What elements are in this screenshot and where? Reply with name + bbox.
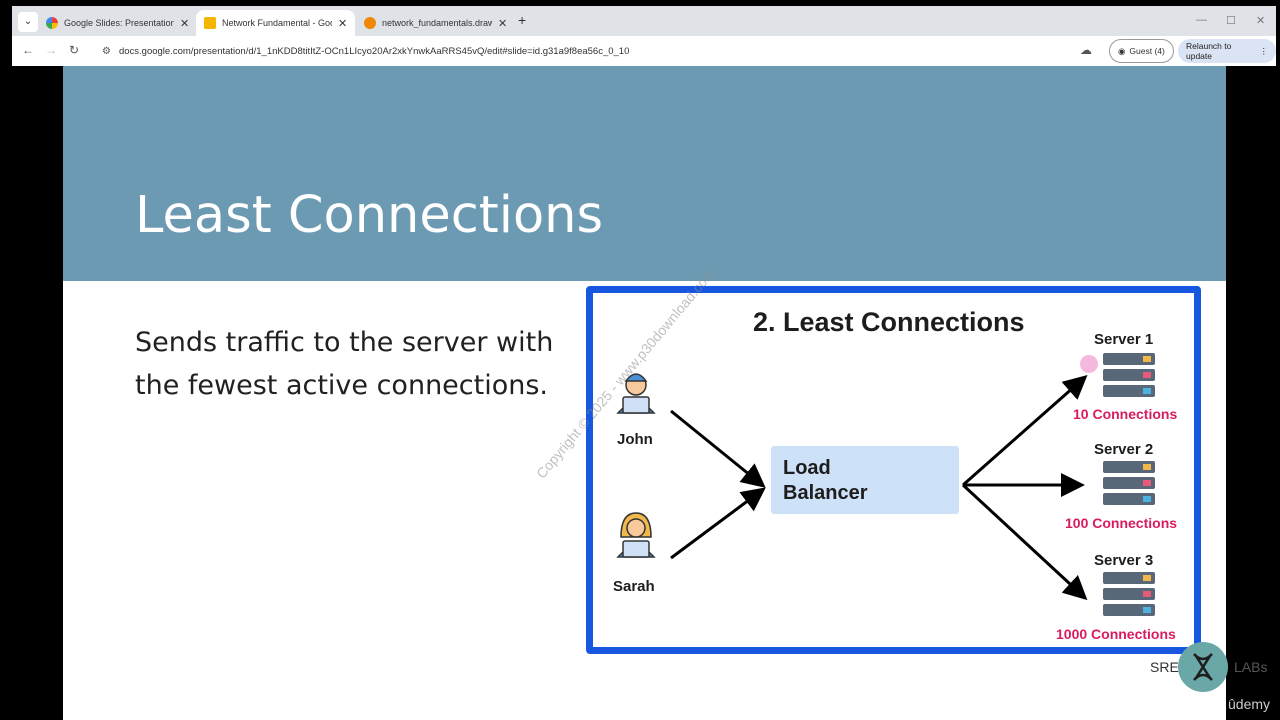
maximize-icon[interactable]: ☐ <box>1226 15 1236 27</box>
server2-icon <box>1103 461 1155 505</box>
close-icon[interactable]: ✕ <box>180 17 190 30</box>
browser-window: ⌄ Google Slides: Presentation Slid ✕ Net… <box>12 6 1276 66</box>
tab-network-fundamental[interactable]: Network Fundamental - Google ✕ <box>196 10 356 36</box>
cursor-highlight <box>1080 355 1098 373</box>
google-icon <box>46 17 58 29</box>
arrow-lb-to-server1 <box>962 375 1088 487</box>
tab-title: network_fundamentals.drawio <box>382 18 492 28</box>
cloud-sync-icon[interactable]: ☁ <box>1080 43 1092 57</box>
tab-title: Network Fundamental - Google <box>222 18 332 28</box>
john-user-icon <box>616 373 656 414</box>
slides-icon <box>204 17 216 29</box>
sre-label: SRE <box>1150 659 1179 675</box>
server3-connections: 1000 Connections <box>1056 626 1176 642</box>
profile-icon: ◉ <box>1118 45 1126 56</box>
load-balancer-box: Load Balancer <box>771 446 959 514</box>
slide-title: Least Connections <box>135 186 604 245</box>
server2-connections: 100 Connections <box>1065 515 1178 531</box>
forward-icon[interactable]: → <box>45 43 57 57</box>
tab-search-button[interactable]: ⌄ <box>18 12 38 32</box>
dna-icon <box>1193 653 1213 681</box>
server3-label: Server 3 <box>1094 552 1154 569</box>
guest-label: Guest (4) <box>1129 46 1165 56</box>
slide-body-text: Sends traffic to the server with the few… <box>135 327 554 401</box>
reload-icon[interactable]: ↻ <box>69 43 80 57</box>
more-menu-icon[interactable]: ⋮ <box>1259 45 1269 56</box>
tab-strip: ⌄ Google Slides: Presentation Slid ✕ Net… <box>12 6 1276 36</box>
diagram-title: 2. Least Connections <box>753 307 1025 337</box>
arrow-lb-to-server3 <box>961 483 1088 601</box>
close-icon[interactable]: ✕ <box>498 17 508 30</box>
omnibar: ← → ↻ ⚙ docs.google.com/presentation/d/1… <box>12 36 1276 66</box>
relaunch-button[interactable]: Relaunch to update ⋮ <box>1178 39 1276 63</box>
tab-title: Google Slides: Presentation Slid <box>64 18 174 28</box>
john-label: John <box>617 431 653 448</box>
udemy-logo-text: ûdemy <box>1228 696 1271 712</box>
tab-google-slides[interactable]: Google Slides: Presentation Slid ✕ <box>38 10 197 36</box>
server1-label: Server 1 <box>1094 331 1154 348</box>
guest-profile-button[interactable]: ◉ Guest (4) <box>1109 39 1174 63</box>
diagram-arrows <box>616 353 1155 616</box>
arrow-john-to-lb <box>670 409 766 488</box>
relaunch-label: Relaunch to update <box>1186 41 1232 61</box>
server2-label: Server 2 <box>1094 441 1154 458</box>
sarah-user-icon <box>616 512 656 558</box>
close-icon[interactable]: ✕ <box>338 17 348 30</box>
site-info-icon[interactable]: ⚙ <box>102 45 111 57</box>
least-connections-diagram: 2. Least Connections <box>586 286 1201 654</box>
minimize-icon[interactable]: — <box>1196 14 1207 26</box>
sarah-label: Sarah <box>613 578 655 595</box>
back-icon[interactable]: ← <box>22 43 34 57</box>
labs-label: LABs <box>1234 659 1268 675</box>
server1-icon <box>1103 353 1155 397</box>
load-balancer-label: Load Balancer <box>783 457 868 504</box>
server3-icon <box>1103 572 1155 616</box>
slide-header: Least Connections <box>63 66 1226 281</box>
sre-labs-logo <box>1178 642 1228 692</box>
close-window-icon[interactable]: ✕ <box>1256 15 1266 27</box>
server1-connections: 10 Connections <box>1073 406 1178 422</box>
arrow-sarah-to-lb <box>670 487 766 560</box>
url-text: docs.google.com/presentation/d/1_1nKDD8t… <box>118 45 630 57</box>
drawio-icon <box>364 17 376 29</box>
slide-canvas: Least Connections Sends traffic to the s… <box>63 66 1226 720</box>
tab-drawio[interactable]: network_fundamentals.drawio ✕ <box>356 10 515 36</box>
new-tab-button[interactable]: + <box>518 12 527 28</box>
address-bar[interactable]: ⚙ docs.google.com/presentation/d/1_1nKDD… <box>92 39 1102 63</box>
